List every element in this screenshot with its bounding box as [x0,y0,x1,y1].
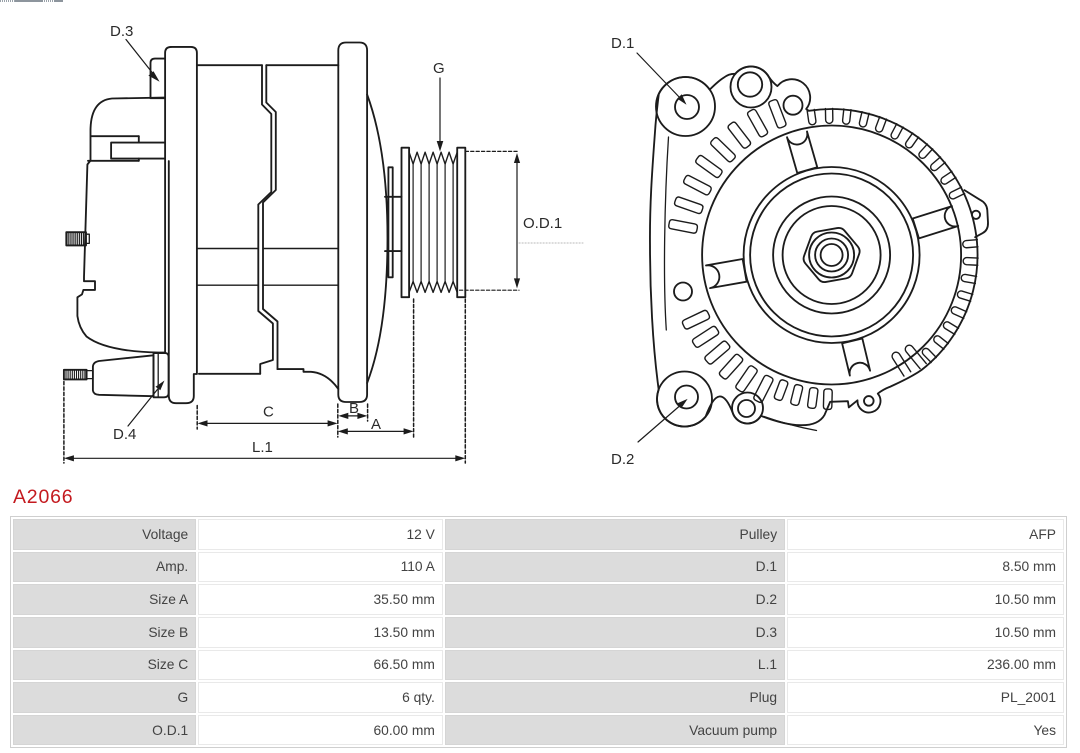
svg-text:C: C [263,404,274,421]
svg-text:O.D.1: O.D.1 [523,215,562,232]
svg-text:D.1: D.1 [611,35,634,52]
svg-text:B: B [349,400,359,417]
svg-text:G: G [433,60,445,77]
svg-text:D.3: D.3 [110,23,133,40]
svg-text:D.2: D.2 [611,451,634,468]
svg-text:L.1: L.1 [252,439,273,456]
svg-text:A: A [371,416,381,433]
svg-text:D.4: D.4 [113,426,136,443]
